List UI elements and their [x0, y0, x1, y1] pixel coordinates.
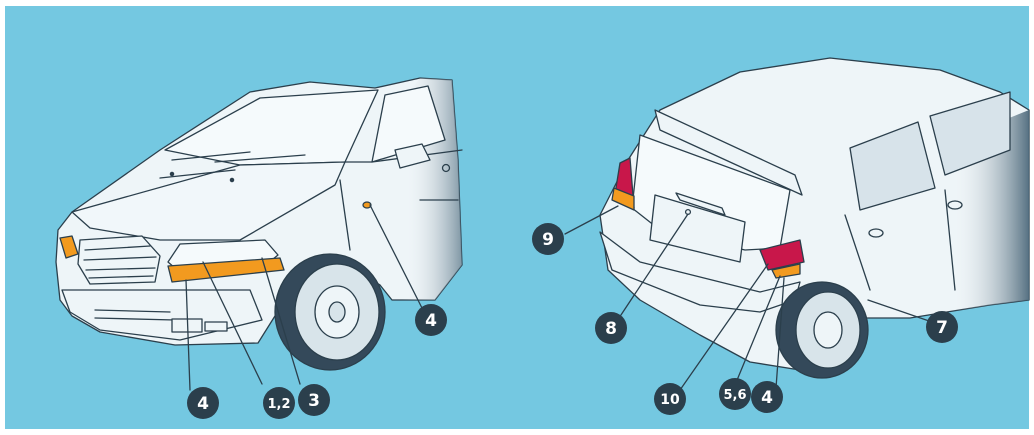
svg-text:5,6: 5,6 [723, 388, 746, 403]
callout-rear-5-6: 5,6 [719, 378, 751, 410]
callout-front-4-left: 4 [187, 387, 219, 419]
svg-text:4: 4 [761, 388, 773, 408]
svg-text:4: 4 [197, 394, 209, 414]
svg-text:10: 10 [660, 392, 680, 408]
svg-text:1,2: 1,2 [267, 397, 290, 412]
callout-rear-10: 10 [654, 383, 686, 415]
svg-text:8: 8 [605, 319, 617, 339]
rear-wheel [776, 282, 868, 378]
callout-front-3: 3 [298, 384, 330, 416]
svg-text:7: 7 [936, 318, 948, 338]
callout-front-4-side: 4 [415, 304, 447, 336]
callout-rear-7: 7 [926, 311, 958, 343]
callout-rear-9: 9 [532, 223, 564, 255]
svg-text:3: 3 [308, 391, 320, 411]
svg-text:4: 4 [425, 311, 437, 331]
front-wheel [275, 254, 385, 370]
svg-text:9: 9 [542, 230, 554, 250]
callout-rear-8: 8 [595, 312, 627, 344]
callout-front-1-2: 1,2 [263, 387, 295, 419]
callout-rear-4: 4 [751, 381, 783, 413]
